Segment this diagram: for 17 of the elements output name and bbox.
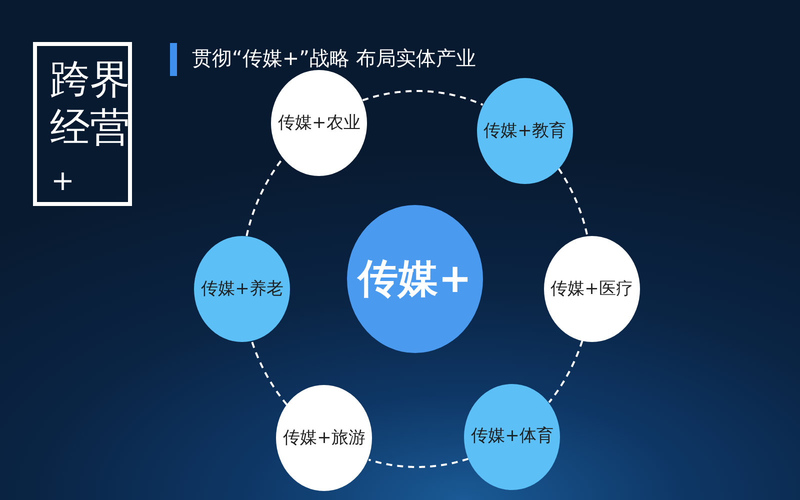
node-label: 传媒+旅游 — [283, 428, 366, 449]
dashed-connector — [246, 158, 284, 236]
dashed-connector — [548, 340, 584, 404]
hub-label: 传媒+ — [358, 255, 472, 303]
node-label: 传媒+教育 — [484, 120, 566, 142]
outlined-frame — [33, 42, 132, 206]
node-label: 传媒+养老 — [201, 278, 284, 300]
plus-label: + — [51, 164, 74, 198]
dashed-connector — [250, 340, 288, 406]
node-label: 传媒+体育 — [471, 426, 554, 447]
dashed-connector — [368, 458, 469, 468]
title-text: 贯彻“传媒+”战略 布局实体产业 — [192, 46, 476, 70]
frame-heading: 跨界经营 — [50, 56, 131, 152]
node-label: 传媒+农业 — [278, 112, 360, 134]
node-label: 传媒+医疗 — [550, 278, 633, 300]
dashed-connector — [558, 168, 588, 236]
dashed-connector — [362, 90, 484, 106]
